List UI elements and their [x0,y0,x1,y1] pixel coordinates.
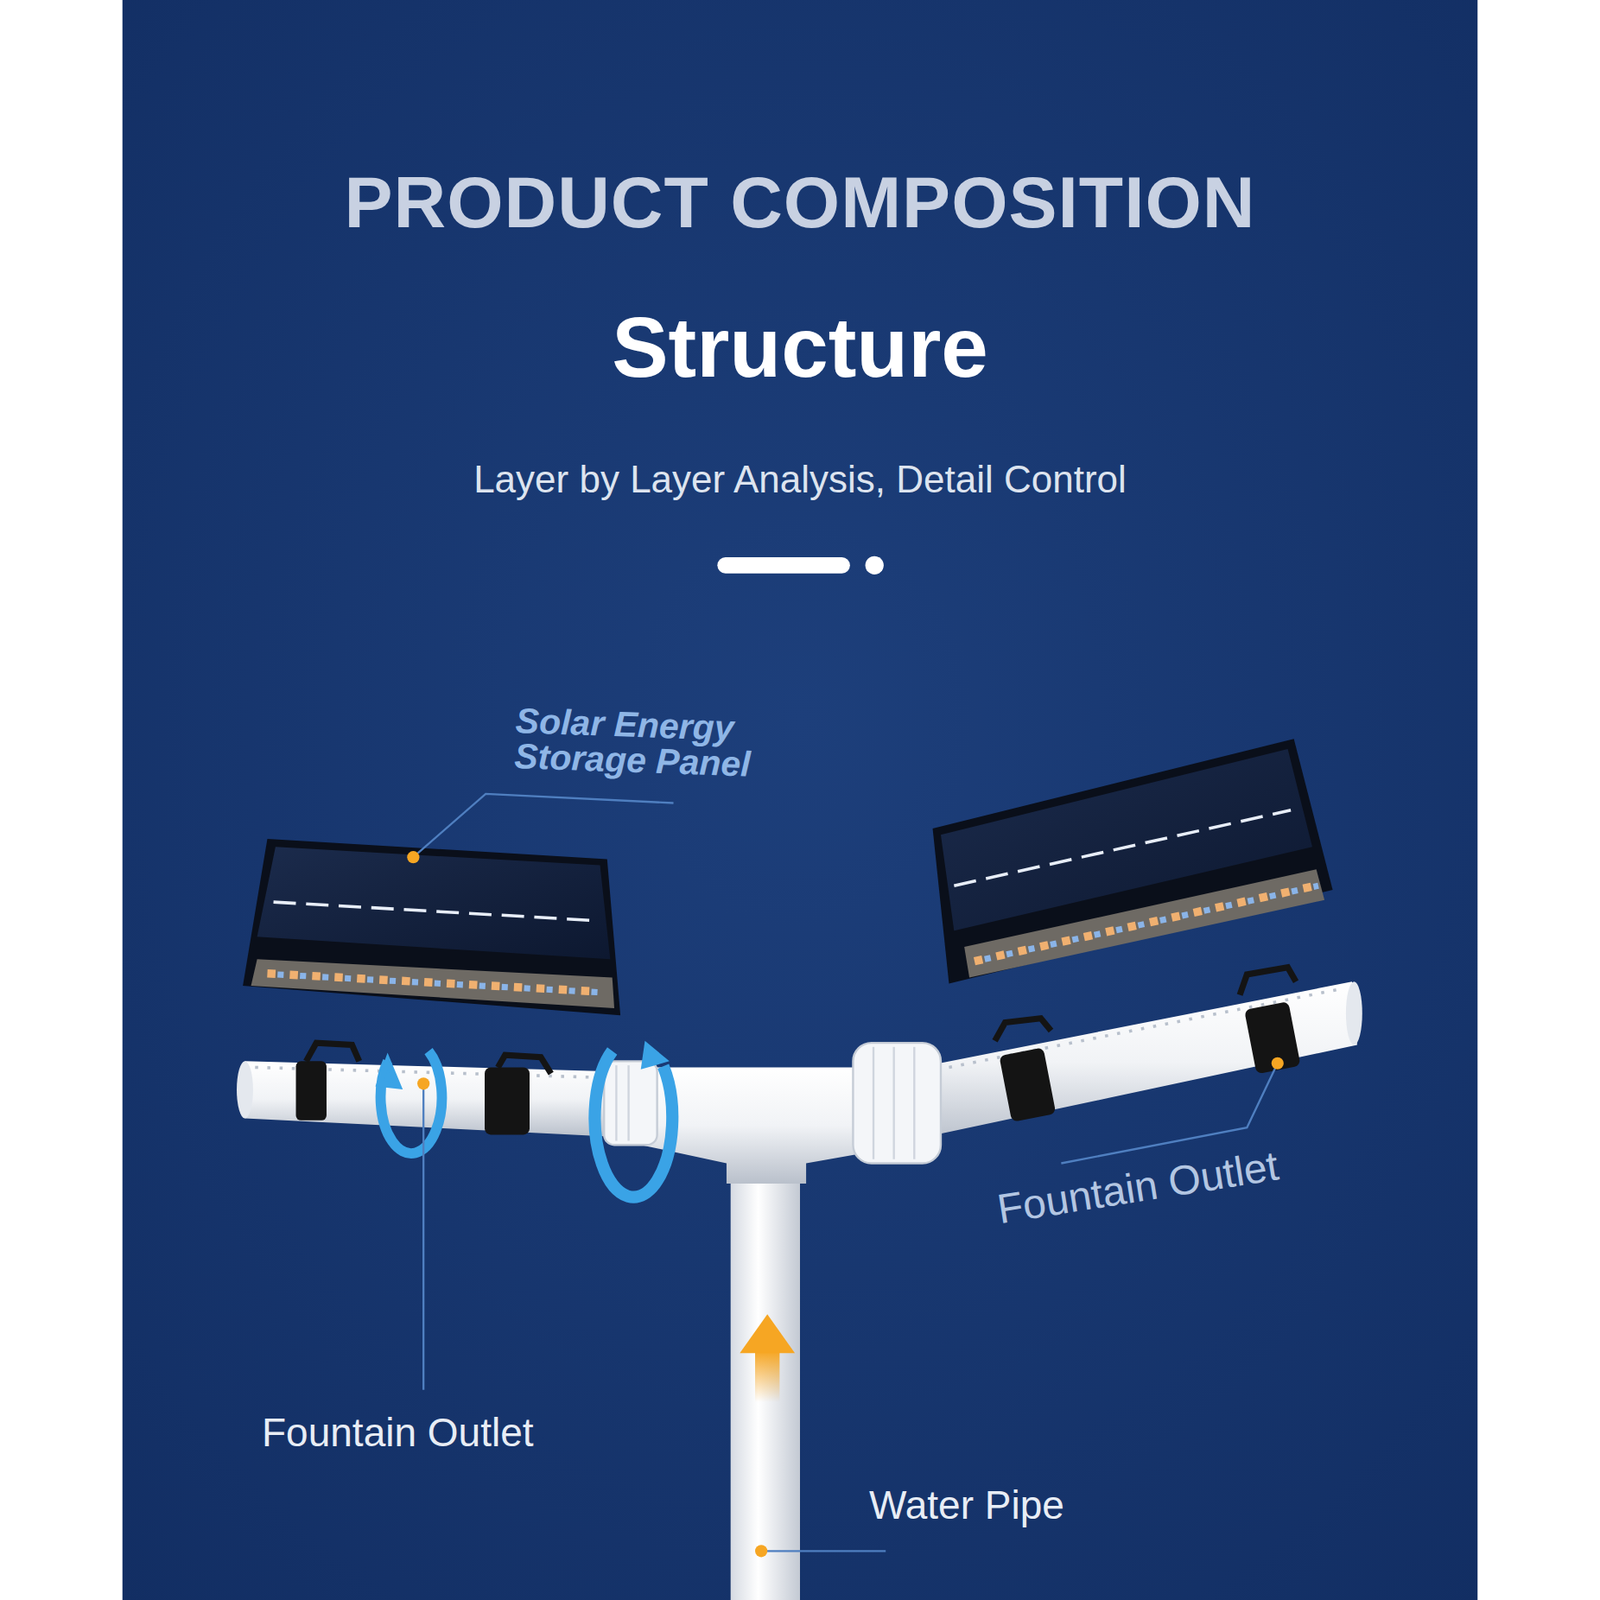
section-heading: Structure [0,298,1600,397]
page-title: PRODUCT COMPOSITION [0,160,1600,245]
part-label: Water Pipe [869,1481,1065,1529]
subtitle: Layer by Layer Analysis, Detail Control [0,457,1600,502]
part-label: Fountain Outlet [261,1409,534,1456]
part-label: Solar Energy Storage Panel [514,703,811,785]
